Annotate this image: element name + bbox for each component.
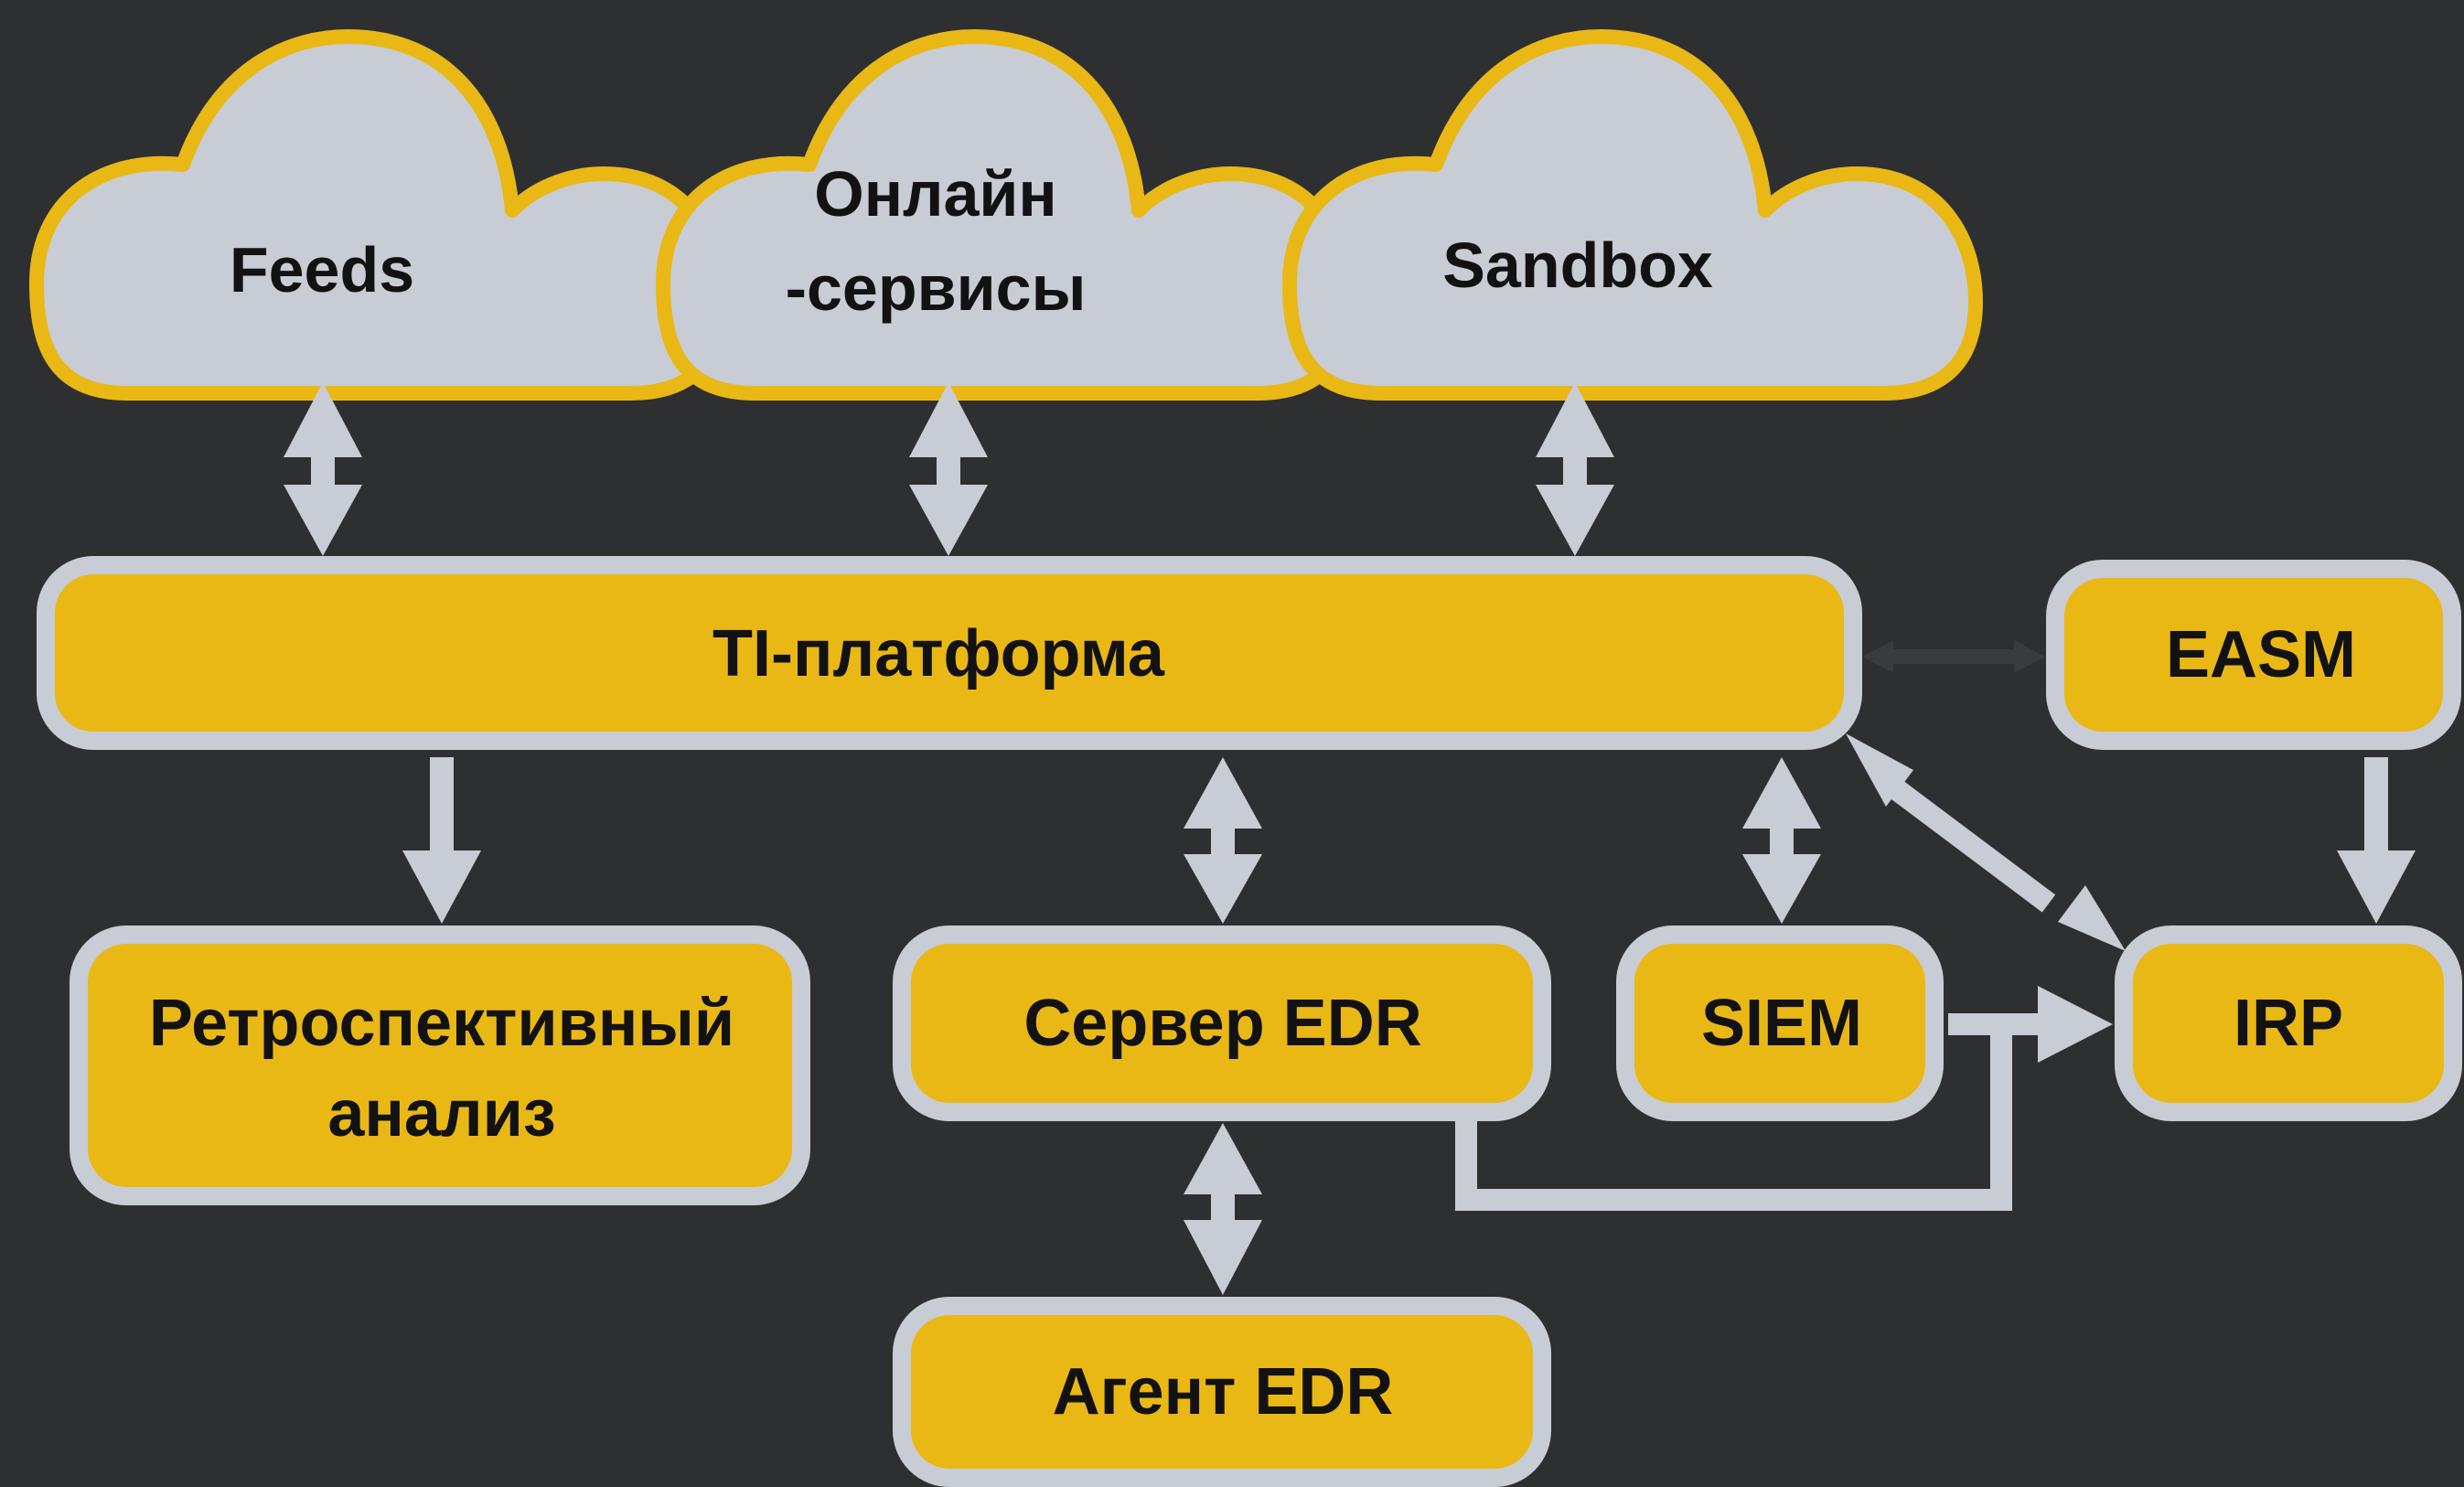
edr-server-label: Сервер EDR <box>1023 987 1421 1060</box>
retro-label-line1: Ретроспективный <box>149 987 734 1060</box>
node-siem: SIEM <box>1616 925 1944 1121</box>
node-edr-agent: Агент EDR <box>893 1297 1551 1487</box>
retro-label-line2: анализ <box>327 1077 555 1150</box>
node-ti-platform: TI-платформа <box>37 556 1862 750</box>
node-edr-server: Сервер EDR <box>893 925 1551 1121</box>
arrow-edr-server-agent <box>1184 1123 1262 1295</box>
cloud-sandbox-label: Sandbox <box>1442 230 1713 301</box>
node-easm: EASM <box>2046 560 2461 750</box>
arrow-online-ti <box>909 382 988 556</box>
arrow-ti-siem <box>1742 757 1821 924</box>
siem-label: SIEM <box>1701 987 1862 1060</box>
arrow-easm-irp <box>2337 757 2416 924</box>
connectors <box>284 382 2416 1295</box>
cloud-feeds-label: Feeds <box>230 234 414 305</box>
irp-label: IRP <box>2234 987 2343 1060</box>
cloud-online-label-line2: -сервисы <box>786 252 1087 324</box>
cloud-online-label-line1: Онлайн <box>814 158 1056 230</box>
node-retrospective-analysis: Ретроспективный анализ <box>70 925 810 1205</box>
node-irp: IRP <box>2115 925 2462 1121</box>
easm-label: EASM <box>2166 618 2356 691</box>
arrow-sandbox-ti <box>1536 382 1614 556</box>
line-edr-server-irp <box>1455 1024 2012 1211</box>
arrow-ti-irp-diagonal <box>1846 733 2126 951</box>
arrow-ti-retro <box>402 757 481 924</box>
arrow-ti-edr-server <box>1184 757 1262 924</box>
arrow-ti-easm-faint <box>1862 640 2045 673</box>
arrow-feeds-ti <box>284 382 362 556</box>
cloud-feeds: Feeds <box>37 37 723 393</box>
cloud-sandbox: Sandbox <box>1290 37 1976 393</box>
ti-platform-label: TI-платформа <box>712 617 1165 690</box>
edr-agent-label: Агент EDR <box>1053 1355 1394 1428</box>
arrow-siem-irp <box>1948 986 2113 1063</box>
cloud-online-services: Онлайн -сервисы <box>663 37 1349 393</box>
